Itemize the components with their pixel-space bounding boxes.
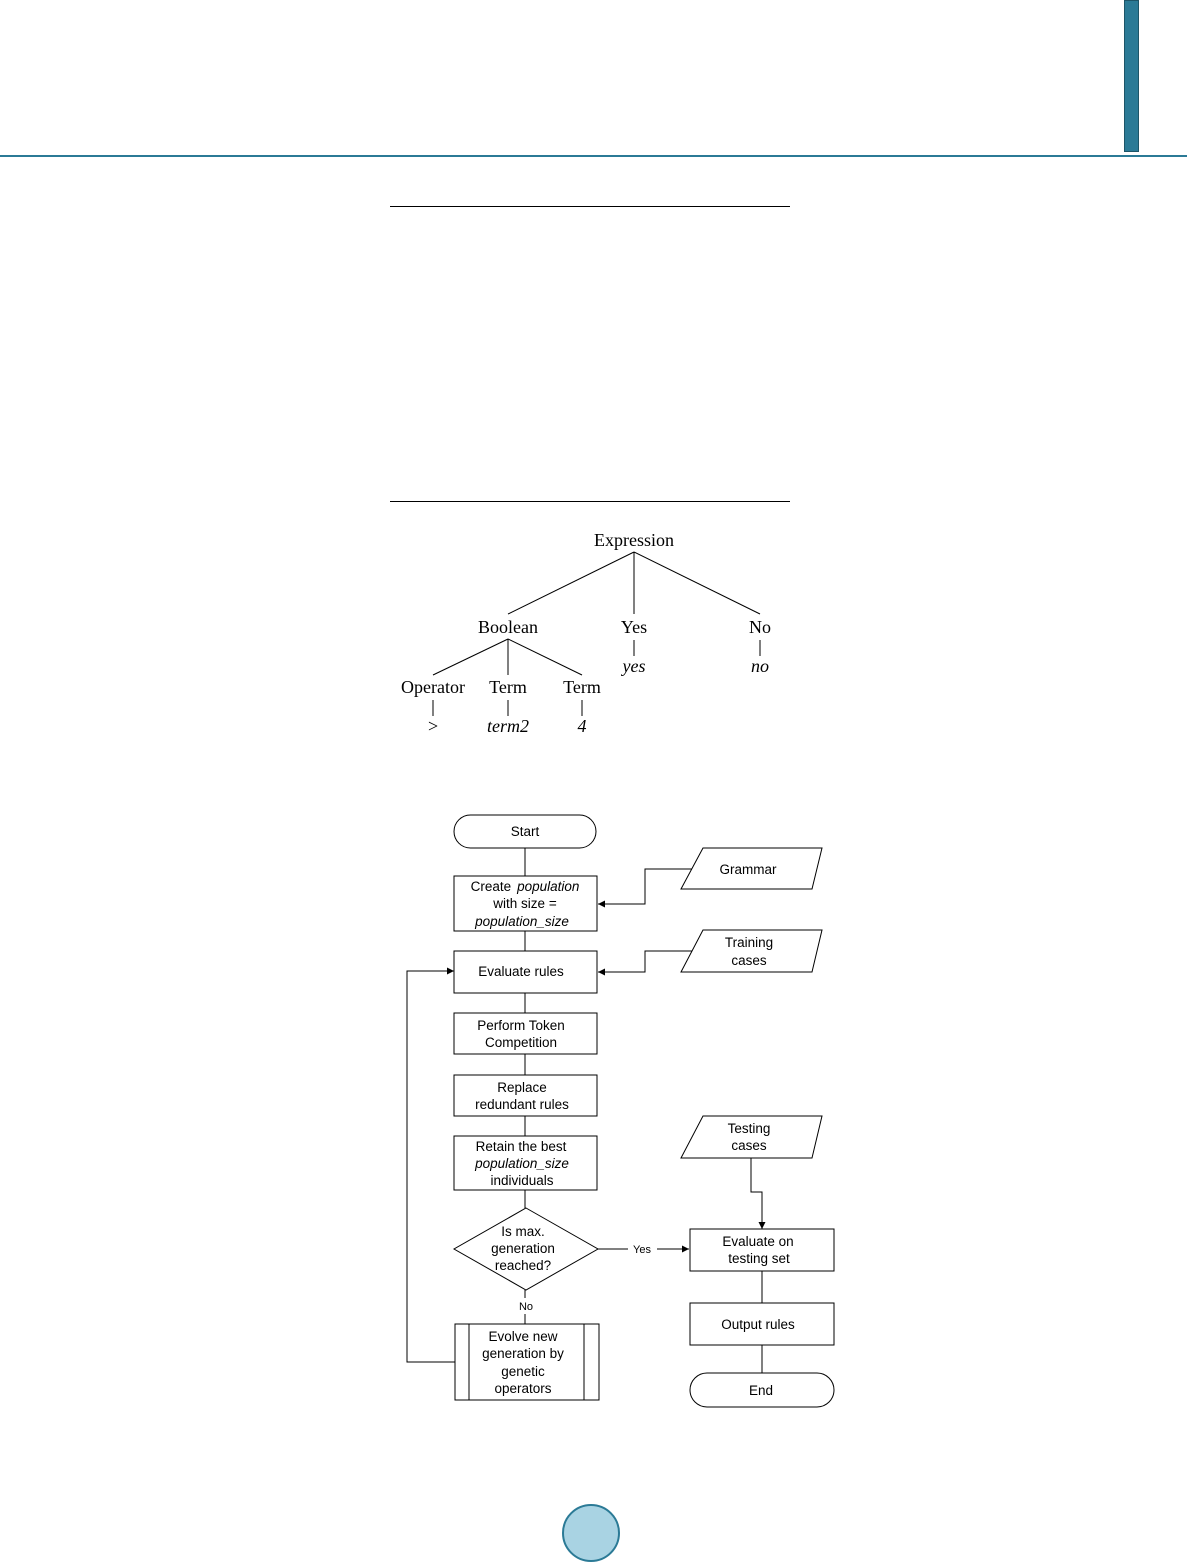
- grammar-label: Grammar: [720, 862, 778, 877]
- evaluate-label: Evaluate rules: [478, 964, 564, 979]
- leaf-term-1: term2: [487, 716, 529, 736]
- output-label: Output rules: [721, 1317, 795, 1332]
- decision-label-line1: Is max.: [501, 1224, 545, 1239]
- page-number-badge: [562, 1504, 620, 1562]
- retain-label-line1: Retain the best: [476, 1139, 567, 1154]
- start-label: Start: [511, 824, 540, 839]
- predefined-process-bars: [468, 1324, 585, 1400]
- node-expression: Expression: [594, 530, 674, 550]
- testing-label-line1: Testing: [728, 1121, 771, 1136]
- grammar-input: [680, 847, 823, 890]
- flow-connectors: [406, 848, 766, 1373]
- retain-best-box: [453, 1135, 598, 1191]
- leaf-operator: >: [427, 716, 439, 736]
- token-competition-box: [453, 1012, 598, 1055]
- end-terminator: [689, 1372, 835, 1408]
- node-term-1: Term: [489, 677, 527, 697]
- create-label-line2: with size =: [492, 896, 557, 911]
- token-label-line2: Competition: [485, 1035, 557, 1050]
- leaf-yes: yes: [621, 656, 646, 676]
- create-label-line1: Create population: [471, 879, 580, 894]
- decision-label-line3: reached?: [495, 1258, 551, 1273]
- replace-label-line1: Replace: [497, 1080, 547, 1095]
- training-label-line1: Training: [725, 935, 773, 950]
- retain-label-line3: individuals: [490, 1173, 553, 1188]
- training-label-line2: cases: [731, 953, 767, 968]
- node-operator: Operator: [401, 677, 465, 697]
- leaf-term-2: 4: [578, 716, 587, 736]
- table-top-rule: [390, 206, 790, 207]
- parse-tree-diagram: Expression Boolean Yes No Operator Term …: [401, 530, 771, 736]
- create-label-b: population: [516, 879, 579, 894]
- replace-rules-box: [453, 1074, 598, 1117]
- no-branch-label: No: [519, 1301, 533, 1313]
- end-label: End: [749, 1383, 773, 1398]
- tree-edges: [432, 551, 761, 716]
- token-label-line1: Perform Token: [477, 1018, 565, 1033]
- testing-cases-input: [680, 1115, 823, 1159]
- node-yes: Yes: [621, 617, 647, 637]
- header-rule: [0, 155, 1187, 157]
- evolve-label-line4: operators: [494, 1381, 551, 1396]
- table-bottom-rule: [390, 501, 790, 502]
- evaluate-testing-box: [689, 1228, 835, 1272]
- node-no: No: [749, 617, 771, 637]
- start-terminator: [453, 814, 597, 849]
- evolve-label-line1: Evolve new: [488, 1329, 557, 1344]
- eval-test-label-line1: Evaluate on: [722, 1234, 793, 1249]
- evaluate-rules-box: [453, 950, 598, 994]
- testing-label-line2: cases: [731, 1138, 767, 1153]
- eval-test-label-line2: testing set: [728, 1251, 790, 1266]
- evolve-label-line2: generation by: [482, 1346, 564, 1361]
- node-boolean: Boolean: [478, 617, 538, 637]
- max-generation-decision: [452, 1207, 600, 1291]
- header-tab: [1124, 0, 1139, 152]
- create-label-line3: population_size: [474, 914, 569, 929]
- training-cases-input: [680, 929, 823, 973]
- create-label-a: Create: [471, 879, 512, 894]
- evolve-generation-box: [454, 1323, 600, 1401]
- retain-label-line2: population_size: [474, 1156, 569, 1171]
- decision-label-line2: generation: [491, 1241, 555, 1256]
- create-population-box: [453, 875, 598, 932]
- leaf-no: no: [751, 656, 769, 676]
- node-term-2: Term: [563, 677, 601, 697]
- yes-branch-label: Yes: [633, 1244, 651, 1256]
- evolve-label-line3: genetic: [501, 1364, 545, 1379]
- replace-label-line2: redundant rules: [475, 1097, 569, 1112]
- output-rules-box: [689, 1302, 835, 1346]
